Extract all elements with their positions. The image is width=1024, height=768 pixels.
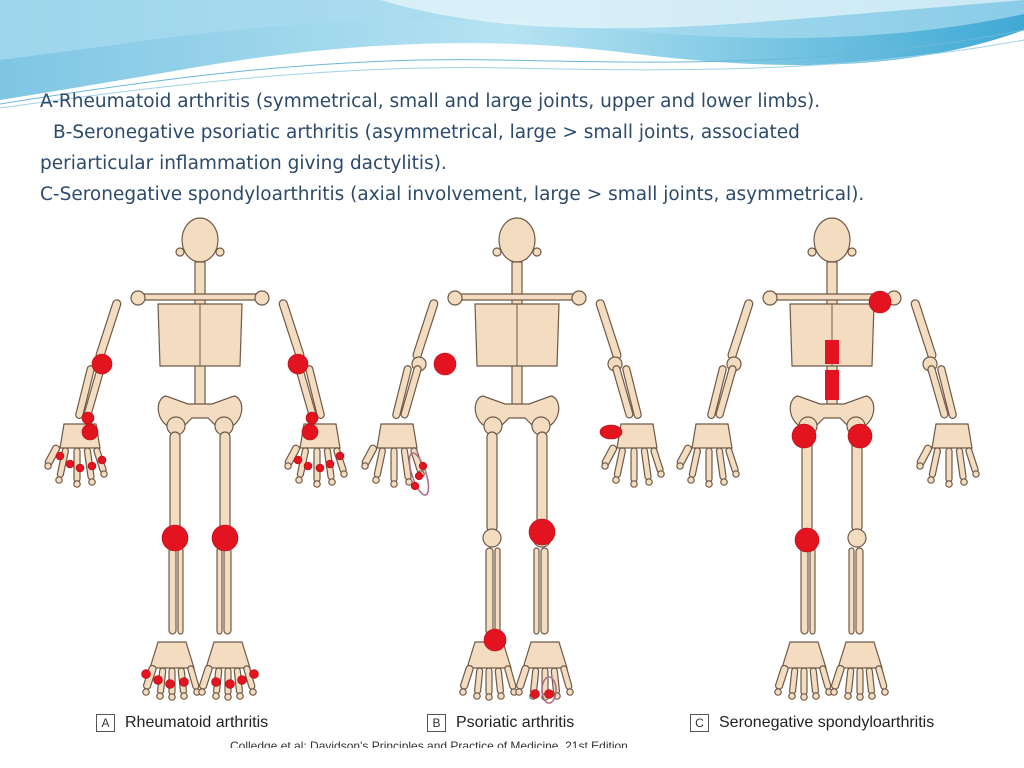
skeleton-rheumatoid-arthritis <box>44 218 347 700</box>
caption-line-c: C-Seronegative spondyloarthritis (axial … <box>40 184 865 205</box>
panel-letter-b: B <box>427 714 446 732</box>
caption-line-b-continued: periarticular inflammation giving dactyl… <box>40 153 447 174</box>
joint-involvement-figure: A Rheumatoid arthritis B Psoriatic arthr… <box>30 212 994 748</box>
panel-label-c: C Seronegative spondyloarthritis <box>690 714 934 732</box>
skeleton-spondyloarthritis <box>676 218 979 700</box>
inflamed-joints-a <box>55 353 345 689</box>
panel-title-c: Seronegative spondyloarthritis <box>719 714 935 731</box>
panel-title-b: Psoriatic arthritis <box>456 714 575 731</box>
skeleton-psoriatic-arthritis <box>361 218 664 704</box>
source-citation: Colledge et al: Davidson's Principles an… <box>230 739 628 748</box>
caption-line-a: A-Rheumatoid arthritis (symmetrical, sma… <box>40 91 821 112</box>
panel-label-b: B Psoriatic arthritis <box>427 714 574 732</box>
skeleton-diagrams <box>30 212 994 704</box>
figure-caption: A-Rheumatoid arthritis (symmetrical, sma… <box>40 86 1000 210</box>
header-wave-decoration <box>0 0 1024 109</box>
panel-label-a: A Rheumatoid arthritis <box>96 714 268 732</box>
inflamed-joints-b <box>408 352 623 704</box>
panel-letter-a: A <box>96 714 115 732</box>
panel-letter-c: C <box>690 714 709 732</box>
caption-line-b: B-Seronegative psoriatic arthritis (asym… <box>53 122 800 143</box>
panel-title-a: Rheumatoid arthritis <box>125 714 269 731</box>
inflamed-joints-c <box>791 290 892 553</box>
